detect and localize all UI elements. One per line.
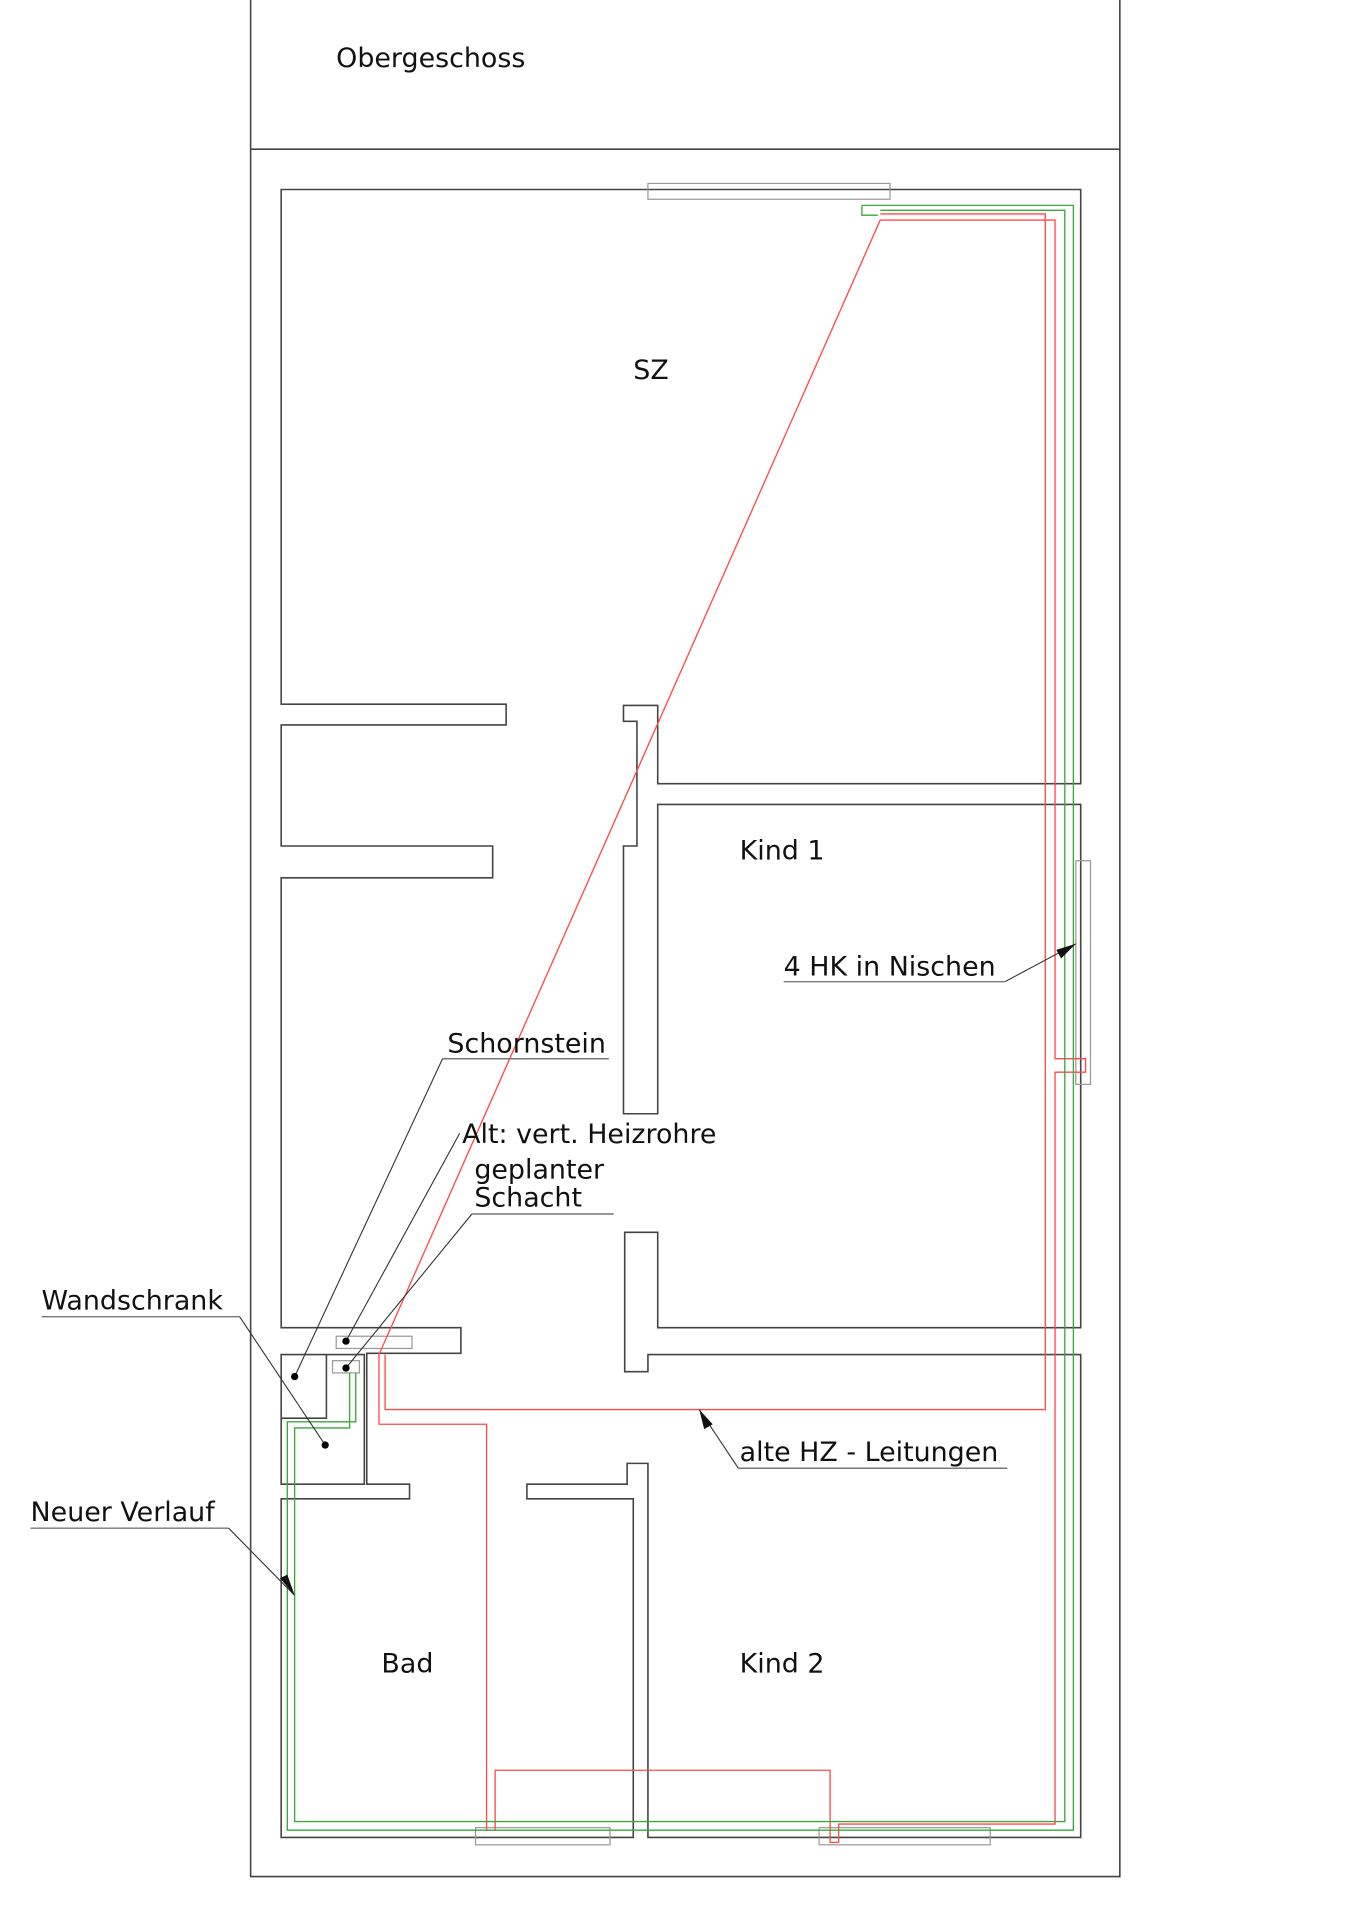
annotation-schornstein: Schornstein xyxy=(290,1029,609,1381)
annotation-wandschrank: Wandschrank xyxy=(42,1285,329,1449)
arrow-icon xyxy=(1056,943,1076,959)
old-pipe-shaft xyxy=(335,1335,413,1350)
svg-text:geplanter: geplanter xyxy=(474,1155,605,1186)
svg-text:Neuer Verlauf: Neuer Verlauf xyxy=(31,1497,216,1528)
svg-text:Schacht: Schacht xyxy=(474,1183,582,1214)
new-heating-pipes xyxy=(286,204,1075,1831)
drawing-frame xyxy=(249,0,1121,1878)
dot-icon xyxy=(342,1364,350,1372)
svg-text:Alt: vert. Heizrohre: Alt: vert. Heizrohre xyxy=(462,1119,716,1150)
plan-title: Obergeschoss xyxy=(336,43,525,74)
annotation-hk: 4 HK in Nischen xyxy=(783,943,1077,983)
dot-icon xyxy=(290,1372,299,1381)
walls xyxy=(280,188,1082,1839)
room-label-bad: Bad xyxy=(381,1648,433,1679)
svg-text:4 HK in Nischen: 4 HK in Nischen xyxy=(784,952,996,983)
svg-text:Schornstein: Schornstein xyxy=(447,1029,605,1060)
svg-text:Wandschrank: Wandschrank xyxy=(42,1285,224,1316)
annotation-schacht: geplanter Schacht xyxy=(342,1155,614,1372)
annotation-neuer-verlauf: Neuer Verlauf xyxy=(31,1497,296,1596)
room-label-sz: SZ xyxy=(633,355,668,386)
arrow-icon xyxy=(279,1574,295,1596)
dot-icon xyxy=(321,1441,329,1449)
svg-text:alte HZ - Leitungen: alte HZ - Leitungen xyxy=(740,1437,999,1468)
windows xyxy=(331,182,1092,1846)
dot-icon xyxy=(342,1337,350,1345)
planned-shaft xyxy=(331,1360,361,1374)
annotation-alt-heizrohre: Alt: vert. Heizrohre xyxy=(342,1119,716,1345)
arrow-icon xyxy=(699,1409,713,1430)
room-label-kind2: Kind 2 xyxy=(740,1648,825,1679)
annotation-alte-hz: alte HZ - Leitungen xyxy=(698,1409,1008,1470)
old-heating-pipes xyxy=(378,213,1087,1844)
room-label-kind1: Kind 1 xyxy=(740,835,825,866)
